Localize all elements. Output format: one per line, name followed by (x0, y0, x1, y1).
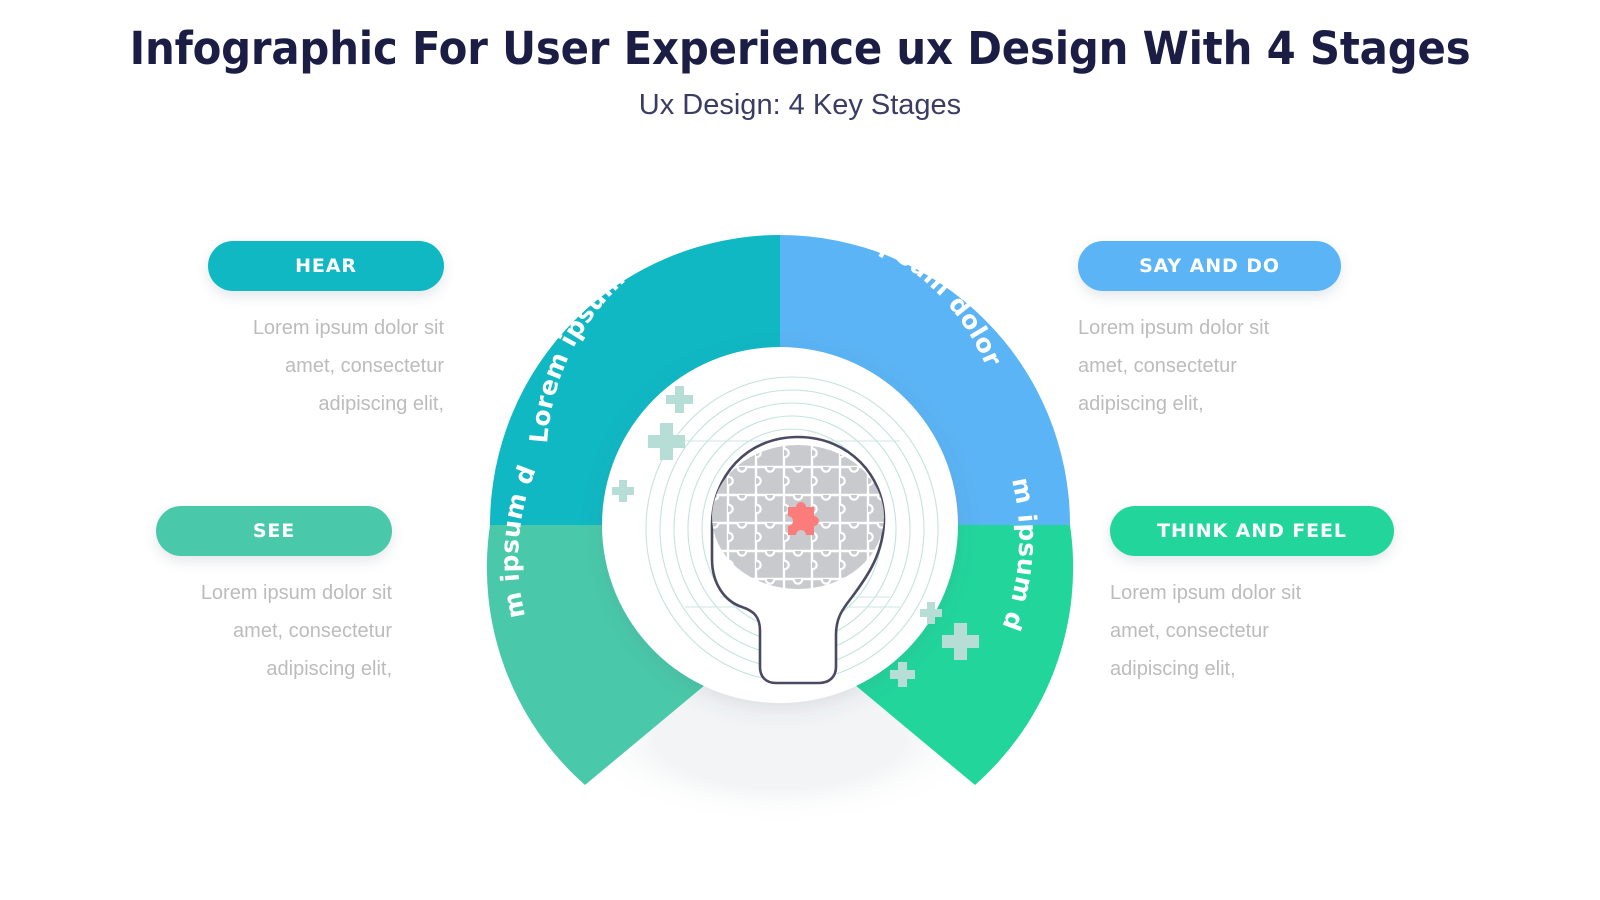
pill-say-and-do[interactable]: SAY AND DO (1078, 241, 1341, 291)
donut-chart: Lorem ipsum dolor Lorem ipsum dolor Lore… (411, 192, 1140, 835)
highlighted-puzzle-piece (788, 502, 819, 535)
description-think-and-feel: Lorem ipsum dolor sit amet, consectetur … (1110, 582, 1302, 680)
plus-sparkles (612, 386, 979, 687)
pill-hear[interactable]: HEAR (208, 241, 444, 291)
pill-think-and-feel[interactable]: THINK AND FEEL (1110, 506, 1394, 556)
segment-see[interactable] (486, 525, 705, 785)
stage-block-think-and-feel: THINK AND FEEL Lorem ipsum dolor sit ame… (1110, 506, 1394, 688)
page-title: Infographic For User Experience ux Desig… (129, 22, 1471, 75)
stage-block-say-and-do: SAY AND DO Lorem ipsum dolor sit amet, c… (1078, 241, 1341, 423)
description-say-and-do: Lorem ipsum dolor sit amet, consectetur … (1078, 317, 1270, 415)
stage-block-see: SEE Lorem ipsum dolor sit amet, consecte… (156, 506, 392, 688)
segment-say-and-do[interactable] (780, 235, 1070, 525)
stage-block-hear: HEAR Lorem ipsum dolor sit amet, consect… (208, 241, 444, 423)
pill-label-say-and-do: SAY AND DO (1139, 255, 1280, 277)
header: Infographic For User Experience ux Desig… (0, 0, 1600, 122)
pill-see[interactable]: SEE (156, 506, 392, 556)
pill-label-hear: HEAR (295, 255, 357, 277)
page-subtitle: Ux Design: 4 Key Stages (638, 89, 962, 121)
segment-hear[interactable] (490, 235, 780, 525)
description-hear: Lorem ipsum dolor sit amet, consectetur … (252, 317, 444, 415)
pill-label-see: SEE (252, 520, 296, 542)
description-see: Lorem ipsum dolor sit amet, consectetur … (200, 582, 392, 680)
pill-label-think-and-feel: THINK AND FEEL (1157, 520, 1347, 542)
